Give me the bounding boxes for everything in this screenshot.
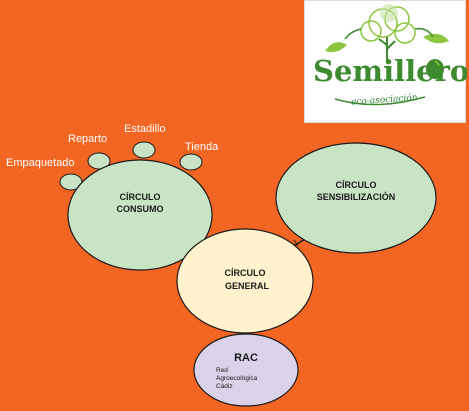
label-reparto: Reparto xyxy=(68,133,107,145)
leaf-icon xyxy=(325,42,347,53)
rac-line1: Red xyxy=(216,367,228,374)
sensibilizacion-label-line2: SENSIBILIZACIÓN xyxy=(317,191,396,202)
satellite-reparto xyxy=(87,152,111,170)
rac-line2: Agroecológica xyxy=(216,375,258,382)
rac-line3: Cádiz xyxy=(216,383,233,390)
satellite-estadillo xyxy=(132,141,156,159)
circle-general xyxy=(176,228,314,334)
tree-icon xyxy=(360,4,416,61)
general-label-line1: CÍRCULO xyxy=(225,268,266,278)
rac-title: RAC xyxy=(234,352,258,364)
arrow-icon xyxy=(344,28,362,40)
label-estadillo: Estadillo xyxy=(124,123,166,135)
circle-consumo xyxy=(67,159,213,271)
logo-tagline: eco-asociación xyxy=(351,92,418,108)
leaf-icon xyxy=(423,33,449,44)
connector-tick xyxy=(293,239,299,247)
consumo-label-line2: CONSUMO xyxy=(117,204,164,214)
logo-graphic: Semillero eco-asociación xyxy=(313,4,469,108)
label-empaquetado: Empaquetado xyxy=(6,157,75,169)
seed-icon xyxy=(426,59,444,79)
circle-sensibilizacion xyxy=(275,142,437,254)
arrow-icon xyxy=(414,27,434,38)
logo-name: Semillero xyxy=(313,54,467,88)
consumo-label-line1: CÍRCULO xyxy=(120,192,161,202)
roots-icon xyxy=(334,96,426,106)
sensibilizacion-label-line1: CÍRCULO xyxy=(336,180,377,190)
semillero-logo: Semillero eco-asociación xyxy=(304,0,469,123)
satellite-tienda xyxy=(179,153,203,171)
general-label-line2: GENERAL xyxy=(225,281,270,291)
label-tienda: Tienda xyxy=(185,141,219,153)
circle-rac xyxy=(193,333,299,407)
